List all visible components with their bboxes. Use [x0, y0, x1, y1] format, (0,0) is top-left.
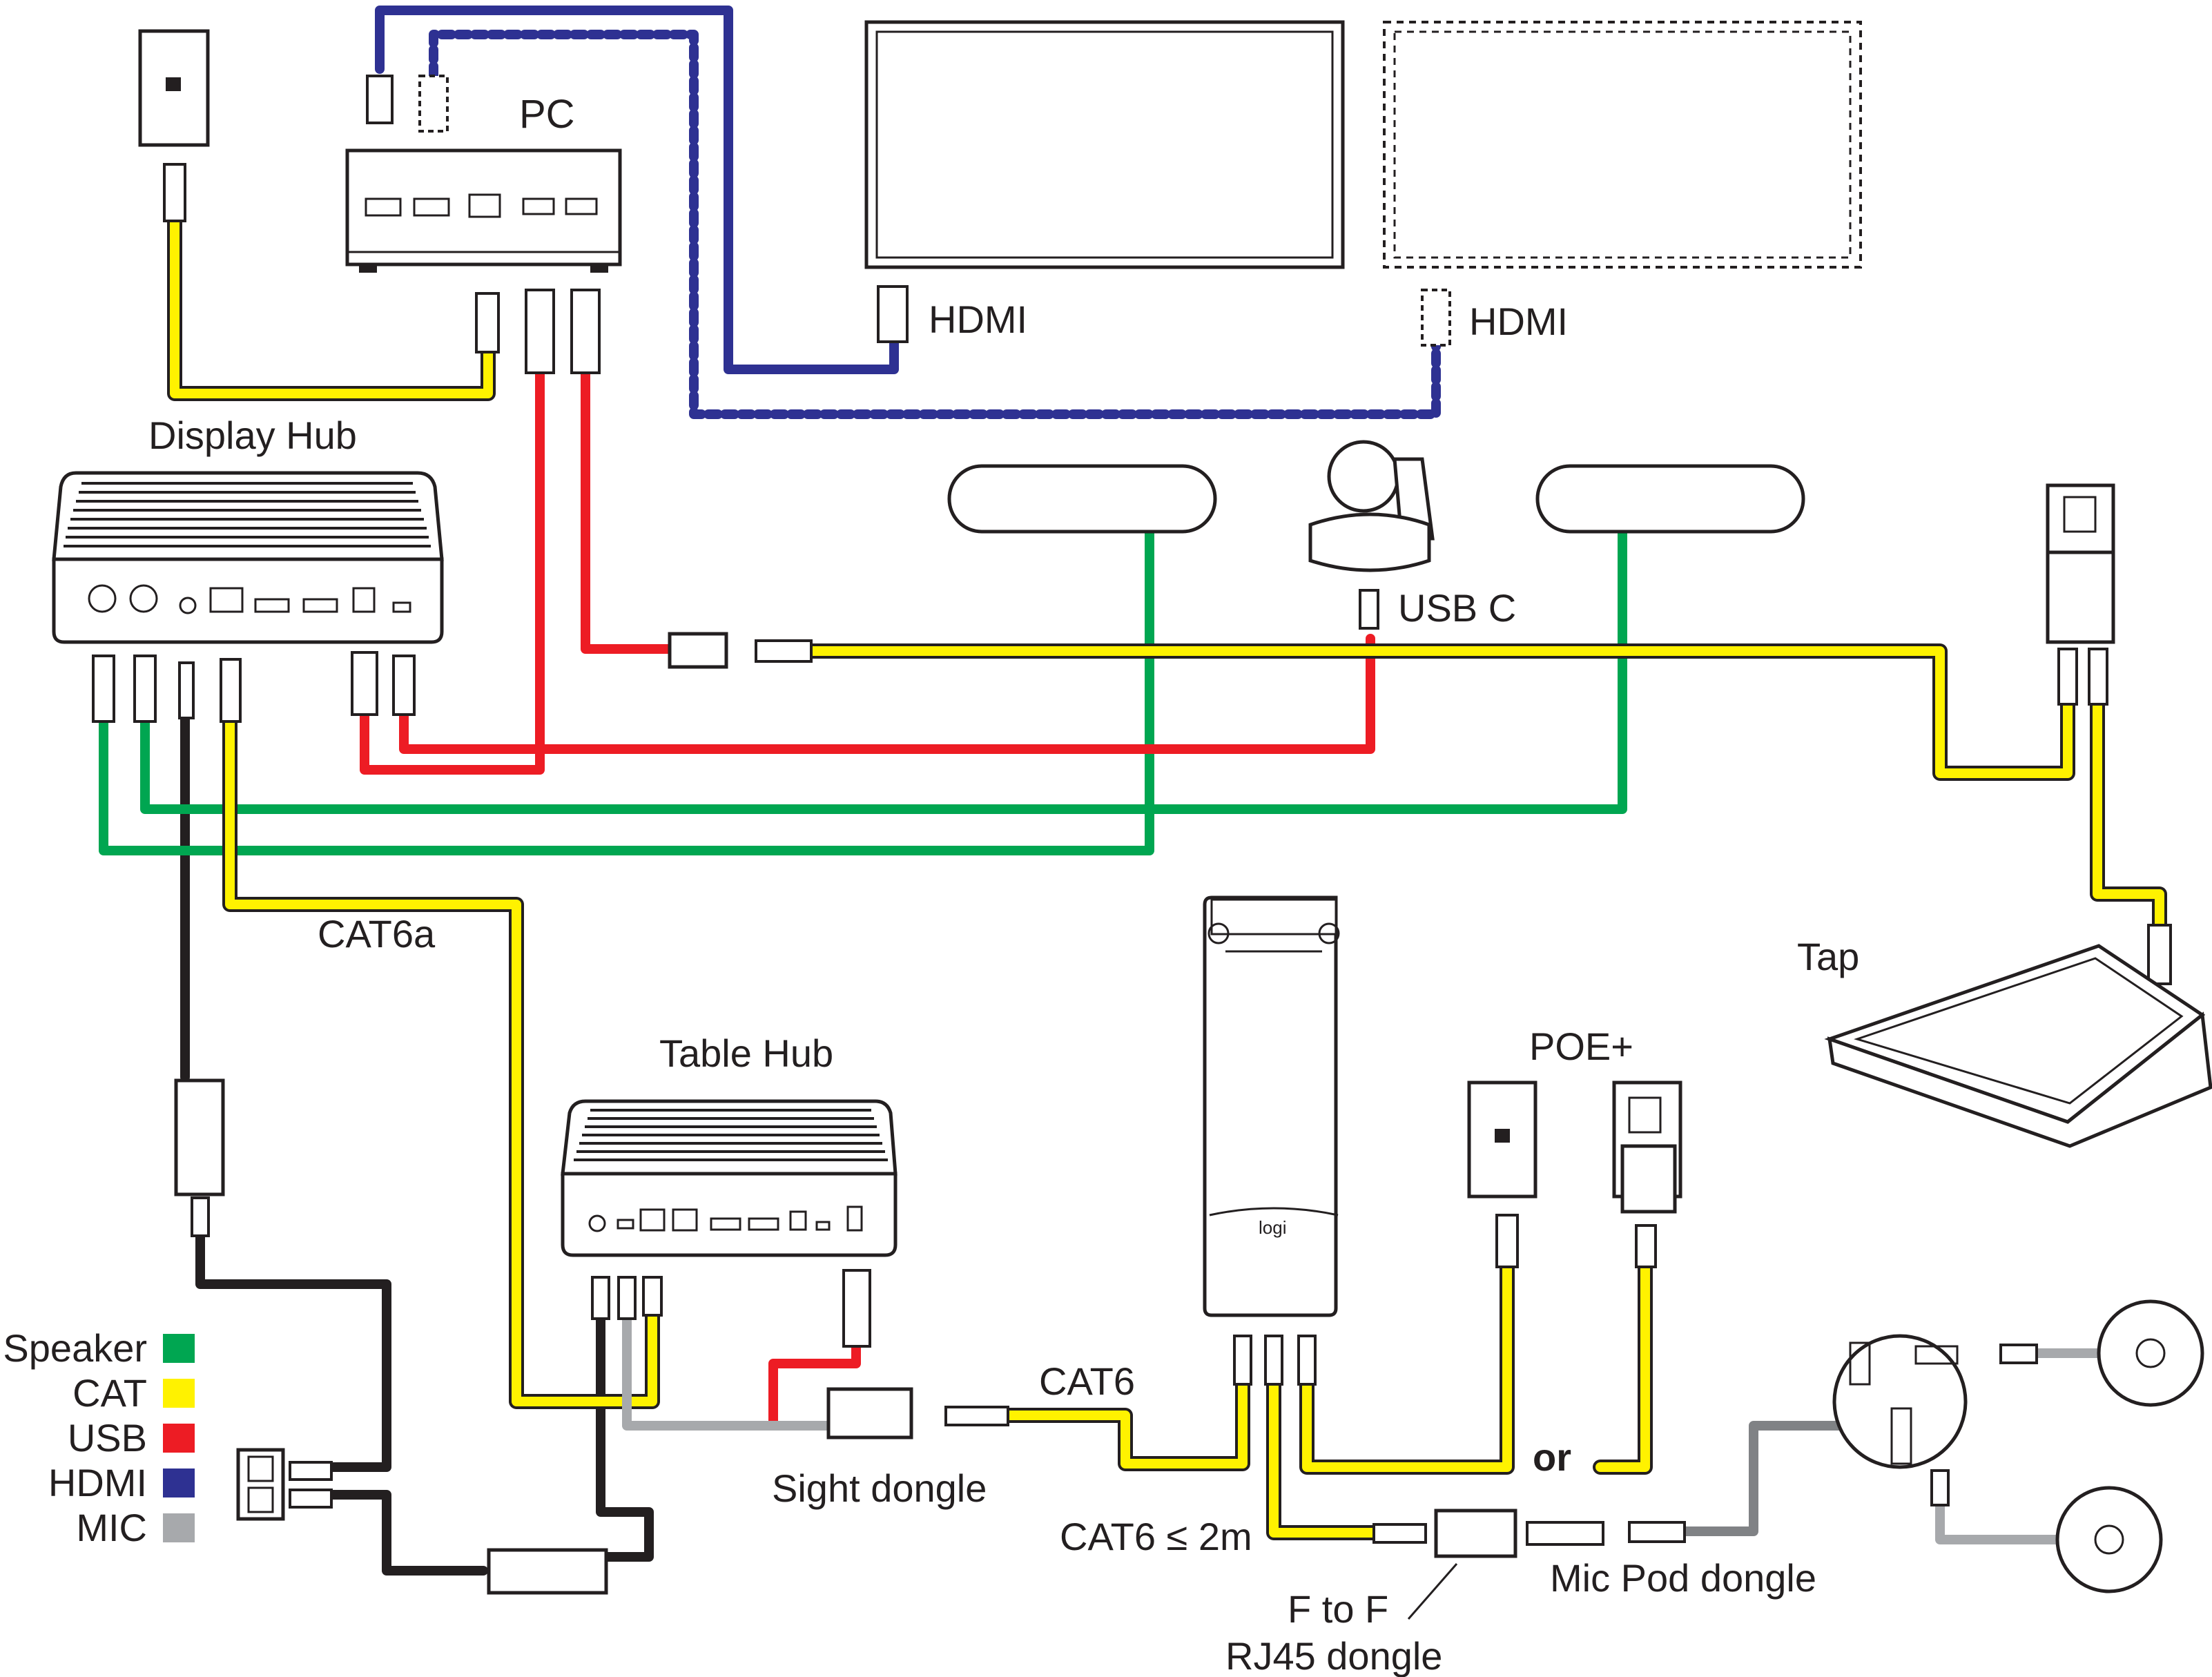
- power-outlet-right: [2046, 483, 2115, 706]
- mic-pod-1: [2097, 1299, 2204, 1407]
- pc-device: PC: [345, 75, 622, 374]
- mic-pods: [1832, 1299, 2204, 1593]
- tap-label: Tap: [1797, 935, 1859, 978]
- sight-dongle-label: Sight dongle: [772, 1466, 987, 1510]
- f-to-f-rj45-dongle: CAT6 ≤ 2m F to F RJ45 dongle: [1060, 1509, 1517, 1677]
- f-to-f-label-1: F to F: [1288, 1587, 1388, 1631]
- color-legend: Speaker CAT USB HDMI MIC: [3, 1326, 195, 1549]
- mic-pod-dongle-label: Mic Pod dongle: [1550, 1556, 1816, 1600]
- legend-label-usb: USB: [68, 1416, 147, 1460]
- display-hub-label: Display Hub: [148, 414, 357, 457]
- pc-label: PC: [519, 92, 575, 137]
- cat-cables: [167, 213, 2167, 1540]
- sight-camera: logi: [1203, 895, 1340, 1386]
- hdmi-label-2: HDMI: [1469, 300, 1568, 343]
- poe-label: POE+: [1529, 1025, 1633, 1068]
- usb-extender-box: [668, 632, 728, 669]
- legend-swatch-mic: [163, 1513, 195, 1542]
- wall-network-jack: [138, 29, 210, 222]
- ptz-camera: USB C: [1308, 440, 1516, 630]
- display-1: HDMI: [864, 20, 1345, 343]
- sight-logo: logi: [1259, 1217, 1286, 1238]
- f-to-f-label-2: RJ45 dongle: [1225, 1634, 1442, 1677]
- mic-pod-dongle: Mic Pod dongle: [1526, 1521, 1816, 1600]
- power-cables: [180, 686, 654, 1576]
- legend-swatch-usb: [163, 1424, 195, 1453]
- legend-swatch-speaker: [163, 1334, 195, 1363]
- rj45-plug: [755, 639, 813, 663]
- legend-swatch-cat: [163, 1379, 195, 1408]
- display-hub: Display Hub: [52, 414, 444, 723]
- usb-cables: [360, 368, 1375, 1431]
- legend-label-speaker: Speaker: [3, 1326, 147, 1370]
- power-brick-1: [174, 1078, 225, 1237]
- usb-c-label: USB C: [1398, 586, 1516, 630]
- hdmi-label-1: HDMI: [929, 298, 1027, 341]
- legend-label-hdmi: HDMI: [48, 1461, 147, 1504]
- legend-swatch-hdmi: [163, 1468, 195, 1497]
- tap-controller: Tap: [1797, 924, 2212, 1148]
- power-brick-2: [487, 1548, 608, 1595]
- legend-label-mic: MIC: [76, 1506, 147, 1549]
- mic-pod-2: [2055, 1486, 2163, 1593]
- poe-wall-jack: [1467, 1080, 1537, 1268]
- sight-dongle: CAT6 Sight dongle: [772, 1359, 1135, 1510]
- legend-label-cat: CAT: [72, 1371, 147, 1415]
- cat6-short-label: CAT6 ≤ 2m: [1060, 1515, 1252, 1558]
- wall-outlet-lower: [236, 1448, 333, 1521]
- cat6-label: CAT6: [1039, 1359, 1135, 1403]
- speaker-cables: [99, 527, 1627, 855]
- poe-power-outlet: [1612, 1080, 1682, 1268]
- table-hub: Table Hub: [561, 1031, 898, 1348]
- mic-cables: [622, 1314, 2104, 1544]
- table-hub-label: Table Hub: [659, 1031, 833, 1075]
- speaker-right: [1535, 464, 1805, 534]
- cat6a-label: CAT6a: [318, 912, 436, 956]
- display-2-optional: HDMI: [1383, 21, 1862, 347]
- speaker-left: [947, 464, 1217, 534]
- hdmi-cables: [375, 6, 1441, 419]
- or-label: or: [1533, 1435, 1571, 1479]
